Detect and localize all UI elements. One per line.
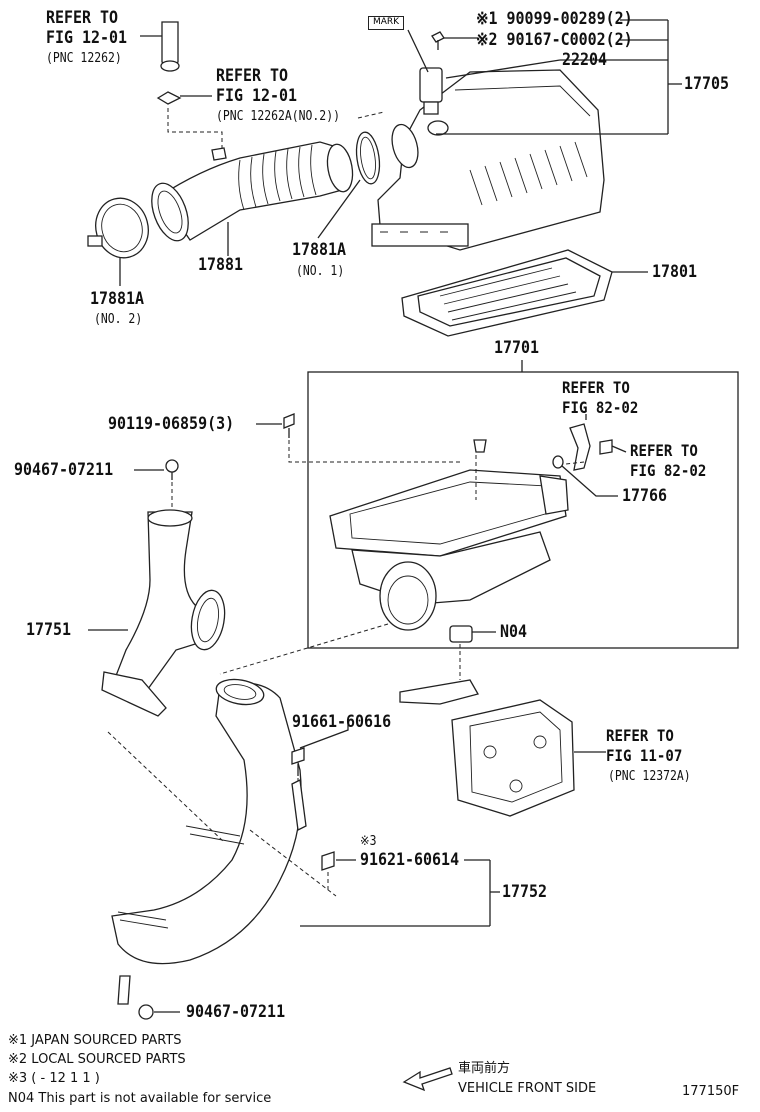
part-number-91621[interactable]: 91621-60614 [360, 850, 460, 870]
refer-fig-82-02-b-title: REFER TO [630, 441, 698, 460]
part-number-90119[interactable]: 90119-06859(3) [108, 414, 235, 434]
part-17881a-no2-qualifier: (NO. 2) [94, 312, 143, 327]
footnote-date-range: ※3 ( - 12 1 1 ) [8, 1071, 100, 1086]
part-code-n04[interactable]: N04 [500, 622, 528, 642]
vehicle-front-label-en: VEHICLE FRONT SIDE [458, 1081, 597, 1096]
part-number-17752[interactable]: 17752 [502, 882, 548, 902]
hose-clamp-17881a-no2 [87, 197, 149, 286]
part-number-91661[interactable]: 91661-60616 [292, 712, 392, 732]
drawing-number: 177150F [682, 1084, 740, 1099]
bolt-91621 [321, 851, 356, 871]
bracket-fig-82-02 [565, 414, 627, 471]
leader-17705 [436, 19, 682, 135]
bolt-90119 [256, 413, 295, 438]
mark-tag: MARK [368, 16, 405, 30]
refer-fig-82-02-a-fig[interactable]: FIG 82-02 [562, 398, 639, 417]
grommet-case [473, 439, 487, 453]
part-number-17881[interactable]: 17881 [198, 255, 244, 275]
small-clamp-fig-12-01 [156, 91, 212, 105]
intake-hose-17881 [151, 141, 354, 256]
vehicle-front-label-jp: 車両前方 [458, 1061, 511, 1076]
air-cleaner-case [329, 469, 569, 631]
refer-fig-11-07-pnc: (PNC 12372A) [608, 769, 691, 784]
refer-fig-82-02-b-fig[interactable]: FIG 82-02 [630, 461, 707, 480]
grommet-17766 [552, 455, 618, 497]
refer-fig-12-01-b-fig[interactable]: FIG 12-01 [216, 86, 298, 106]
clip-90467-top [134, 459, 179, 480]
engine-mount-bracket-fig-11-07 [399, 679, 606, 817]
air-flow-meter-22204 [419, 59, 561, 115]
refer-fig-12-01-b-pnc: (PNC 12262A(NO.2)) [216, 109, 340, 124]
part-number-17701[interactable]: 17701 [494, 338, 540, 358]
air-intake-duct-17751 [88, 509, 226, 717]
refer-fig-12-01-a-title: REFER TO [46, 8, 119, 28]
footnote-local-sourced: ※2 LOCAL SOURCED PARTS [8, 1052, 186, 1067]
part-17881a-no1-qualifier: (NO. 1) [296, 264, 345, 279]
screw-90099 [431, 31, 478, 50]
part-number-17705[interactable]: 17705 [684, 74, 730, 94]
part-number-17881a-no1[interactable]: 17881A [292, 240, 347, 260]
footnote-n04-not-available: N04 This part is not available for servi… [8, 1091, 272, 1106]
intake-hose-17752 [111, 678, 490, 1005]
part-number-17751[interactable]: 17751 [26, 620, 72, 640]
part-number-22204[interactable]: 22204 [562, 50, 608, 70]
air-filter-element-17801 [401, 249, 648, 337]
hose-clamp-17881a-no1 [317, 131, 381, 239]
part-number-17801[interactable]: 17801 [652, 262, 698, 282]
part-number-90099[interactable]: ※1 90099-00289(2) [476, 9, 633, 29]
refer-fig-82-02-a-title: REFER TO [562, 378, 630, 397]
refer-fig-12-01-a-pnc: (PNC 12262) [46, 51, 122, 66]
refer-fig-12-01-b-title: REFER TO [216, 66, 289, 86]
refer-fig-11-07-fig[interactable]: FIG 11-07 [606, 746, 683, 765]
refer-fig-12-01-a-fig[interactable]: FIG 12-01 [46, 28, 128, 48]
case-assembly-box [307, 371, 739, 649]
part-number-90467-bottom[interactable]: 90467-07211 [186, 1002, 286, 1022]
part-number-90467-top[interactable]: 90467-07211 [14, 460, 114, 480]
hose-bracket [291, 779, 307, 831]
grommet-n04 [449, 625, 496, 643]
intake-pipe-from-fig-12-01 [140, 21, 180, 72]
bolt-91661 [291, 722, 349, 776]
clip-90467-bottom [138, 1004, 180, 1020]
part-number-17881a-no2[interactable]: 17881A [90, 289, 145, 309]
vehicle-front-arrow-icon [402, 1067, 453, 1092]
note3-marker: ※3 [360, 834, 377, 849]
part-number-17766[interactable]: 17766 [622, 486, 668, 506]
part-number-90167[interactable]: ※2 90167-C0002(2) [476, 30, 633, 50]
refer-fig-11-07-title: REFER TO [606, 726, 674, 745]
footnote-japan-sourced: ※1 JAPAN SOURCED PARTS [8, 1033, 182, 1048]
air-cleaner-cap-17705 [371, 69, 605, 251]
